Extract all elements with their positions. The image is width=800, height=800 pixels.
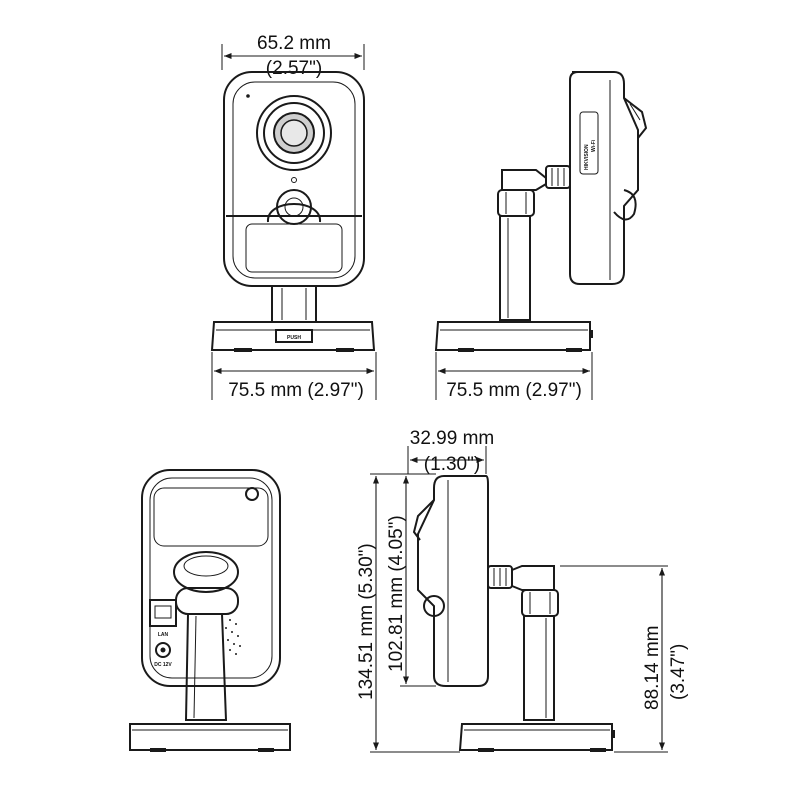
- lan-port-icon: [149, 599, 177, 627]
- front-base: [210, 321, 376, 351]
- side2-body: [417, 475, 489, 687]
- body-height: 102.81 mm (4.05"): [386, 515, 407, 672]
- side-mount-joint: [497, 189, 535, 217]
- lens-icon: [280, 119, 308, 147]
- pir-sensor-icon: [276, 189, 312, 225]
- back-mount-ball: [173, 551, 239, 593]
- total-height: 134.51 mm (5.30"): [356, 543, 377, 700]
- side-base: [434, 321, 591, 351]
- side-base-width: 75.5 mm (2.97"): [446, 380, 582, 401]
- front-width-in: (2.57"): [266, 58, 322, 79]
- dc-power-icon: [155, 642, 171, 658]
- lan-label: LAN: [158, 632, 169, 638]
- side-view: HIKVISION Wi-Fi 75.5 mm (2.97"): [434, 71, 648, 401]
- dc-label: DC 12V: [154, 662, 172, 668]
- push-label: PUSH: [287, 335, 301, 341]
- side-label-1: HIKVISION: [584, 144, 590, 170]
- depth-in: (1.30"): [424, 454, 480, 475]
- back-body: [141, 469, 281, 687]
- front-view: 65.2 mm (2.57") PUSH 75.5 mm (2.97"): [210, 33, 377, 401]
- front-width-mm: 65.2 mm: [257, 33, 331, 54]
- side2-base: [458, 723, 613, 751]
- mount-height-mm: 88.14 mm: [642, 626, 663, 710]
- depth-mm: 32.99 mm: [410, 428, 494, 449]
- push-button: [275, 329, 313, 343]
- side-stem: [499, 215, 531, 321]
- side2-stem: [523, 615, 555, 721]
- side-body: [569, 71, 639, 285]
- side-view-2: 32.99 mm (1.30") 134.51 mm (5.30") 1: [356, 428, 689, 753]
- back-stem: [184, 613, 228, 721]
- back-view: LAN DC 12V: [129, 469, 291, 752]
- side-label-2: Wi-Fi: [591, 139, 597, 152]
- back-base: [129, 723, 291, 751]
- mount-height-in: (3.47"): [668, 644, 689, 700]
- front-base-width: 75.5 mm (2.97"): [228, 380, 364, 401]
- speaker-grille: [225, 619, 241, 655]
- side2-mount-joint: [521, 589, 559, 617]
- lens-outer-ring: [256, 95, 332, 171]
- front-body: [223, 71, 365, 287]
